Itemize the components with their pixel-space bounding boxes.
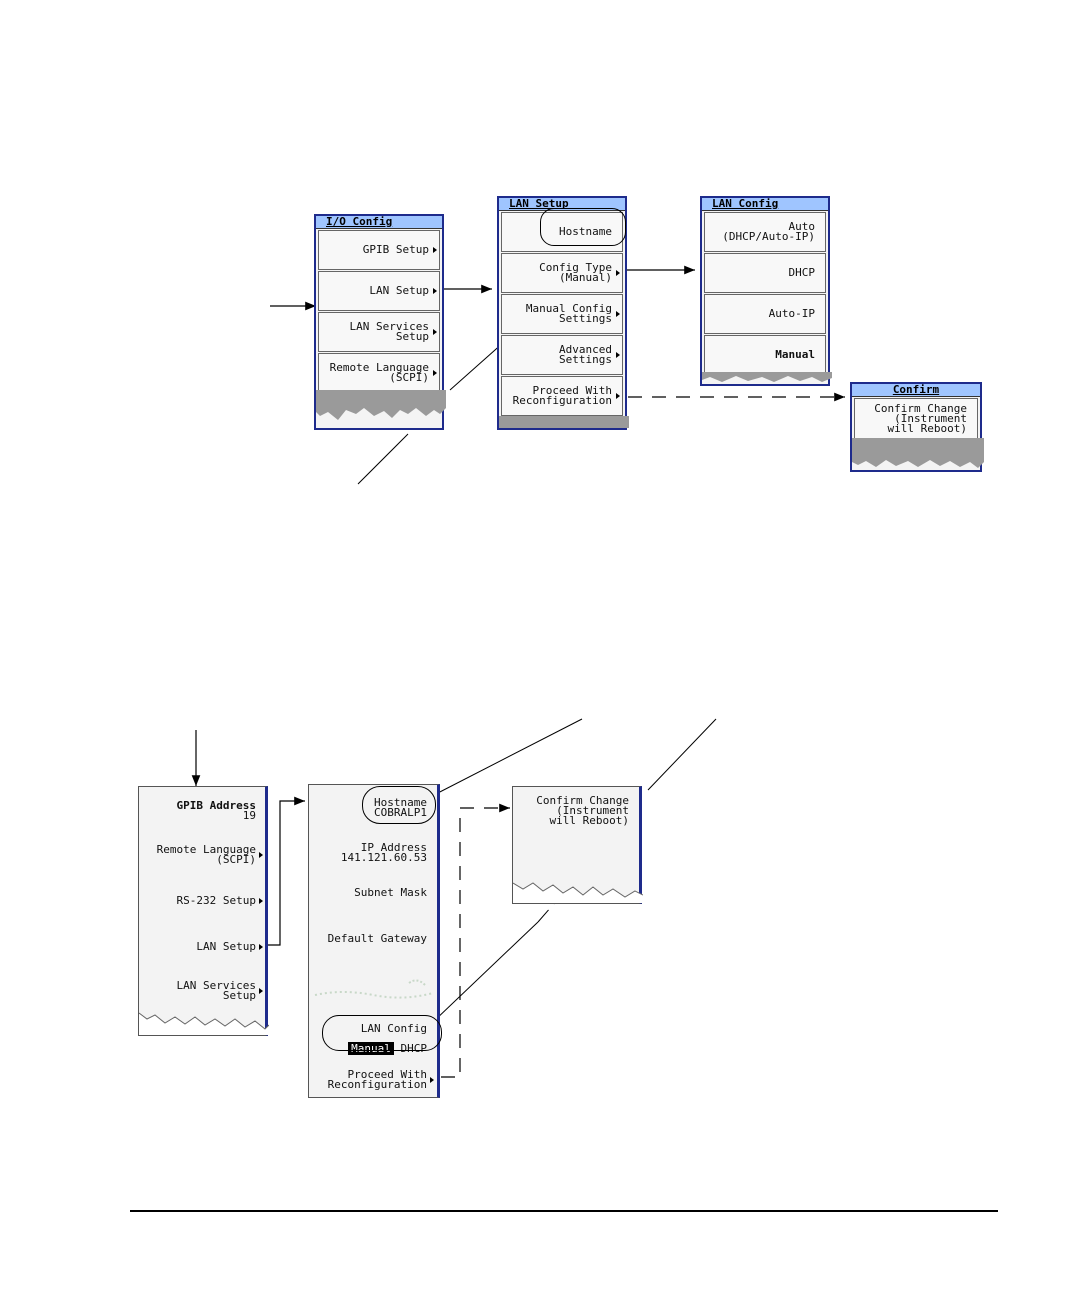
io-config-panel: I/O Config GPIB Setup LAN Setup LAN Serv…	[314, 214, 446, 430]
torn-edge	[513, 882, 643, 903]
gpib-address-label[interactable]: GPIB Address	[176, 799, 256, 812]
dashed-arrow-confirm-bottom	[441, 803, 510, 1078]
torn-edge	[316, 390, 446, 420]
torn-edge	[139, 1012, 269, 1035]
softkey-proceed-with-reconfiguration[interactable]: Proceed With Reconfiguration	[501, 376, 623, 416]
io-menu-panel: GPIB Address 19 Remote Language (SCPI) R…	[138, 786, 269, 1036]
gpib-address-value: 19	[242, 809, 256, 822]
softkey-gpib-setup[interactable]: GPIB Setup	[318, 230, 440, 270]
torn-edge	[702, 372, 832, 382]
softkey-lan-services-setup[interactable]: LAN Services Setup	[318, 312, 440, 352]
ip-address-label[interactable]: IP Address	[360, 841, 427, 854]
hostname-label[interactable]: Hostname	[374, 796, 427, 809]
confirm-panel-bottom: Confirm Change (Instrument will Reboot)	[512, 786, 643, 904]
hostname-highlight-oval	[362, 786, 436, 824]
panel-title: Confirm	[852, 384, 980, 397]
lan-config-label[interactable]: LAN Config	[360, 1022, 427, 1035]
softkey-auto-dhcp-auto-ip[interactable]: Auto (DHCP/Auto-IP)	[704, 212, 826, 252]
softkey-lan-services-setup[interactable]: LAN Services Setup	[176, 979, 264, 1002]
softkey-confirm-change[interactable]: Confirm Change (Instrument will Reboot)	[854, 398, 978, 440]
lan-config-highlight-oval	[322, 1015, 442, 1051]
panel-bottom-bar	[499, 416, 629, 428]
softkey-config-type[interactable]: Config Type (Manual)	[501, 253, 623, 293]
lan-config-options: Manual DHCP	[322, 1034, 427, 1064]
lan-config-other: DHCP	[400, 1042, 428, 1055]
confirm-panel: Confirm Confirm Change (Instrument will …	[850, 382, 984, 472]
softkey-proceed-with-reconfiguration[interactable]: Proceed With Reconfiguration	[327, 1068, 435, 1091]
softkey-remote-language[interactable]: Remote Language (SCPI)	[156, 843, 264, 866]
hostname-value: COBRALP1	[374, 806, 427, 819]
callout-line-lan-config-top	[647, 718, 717, 791]
panel-title: LAN Setup	[499, 198, 625, 211]
softkey-advanced-settings[interactable]: Advanced Settings	[501, 335, 623, 375]
subnet-mask-label[interactable]: Subnet Mask	[354, 886, 427, 899]
hostname-highlight-oval	[540, 208, 626, 246]
footer-rule	[130, 1210, 998, 1212]
faded-softkey-placeholder	[314, 979, 434, 999]
softkey-lan-setup[interactable]: LAN Setup	[196, 940, 263, 953]
softkey-manual-config-settings[interactable]: Manual Config Settings	[501, 294, 623, 334]
lan-config-selected: Manual	[348, 1042, 394, 1055]
panel-title: I/O Config	[316, 216, 442, 229]
arrow-lan-setup-bottom	[262, 796, 305, 946]
callout-line-lan-config-bottom	[432, 921, 539, 1023]
softkey-confirm-change[interactable]: Confirm Change (Instrument will Reboot)	[536, 794, 629, 827]
softkey-manual[interactable]: Manual	[704, 335, 826, 375]
default-gateway-label[interactable]: Default Gateway	[327, 932, 427, 945]
torn-edge	[852, 438, 984, 468]
softkey-rs232-setup[interactable]: RS-232 Setup	[176, 894, 264, 907]
panel-title: LAN Config	[702, 198, 828, 211]
callout-line-hostname-bottom	[431, 718, 583, 797]
softkey-remote-language[interactable]: Remote Language (SCPI)	[318, 353, 440, 393]
softkey-lan-setup[interactable]: LAN Setup	[318, 271, 440, 311]
softkey-auto-ip[interactable]: Auto-IP	[704, 294, 826, 334]
lan-setup-panel: LAN Setup Hostname Config Type (Manual) …	[497, 196, 629, 430]
callout-line-top-lower	[357, 433, 409, 485]
ip-address-value: 141.121.60.53	[340, 851, 427, 864]
softkey-dhcp[interactable]: DHCP	[704, 253, 826, 293]
lan-config-panel: LAN Config Auto (DHCP/Auto-IP) DHCP Auto…	[700, 196, 832, 386]
